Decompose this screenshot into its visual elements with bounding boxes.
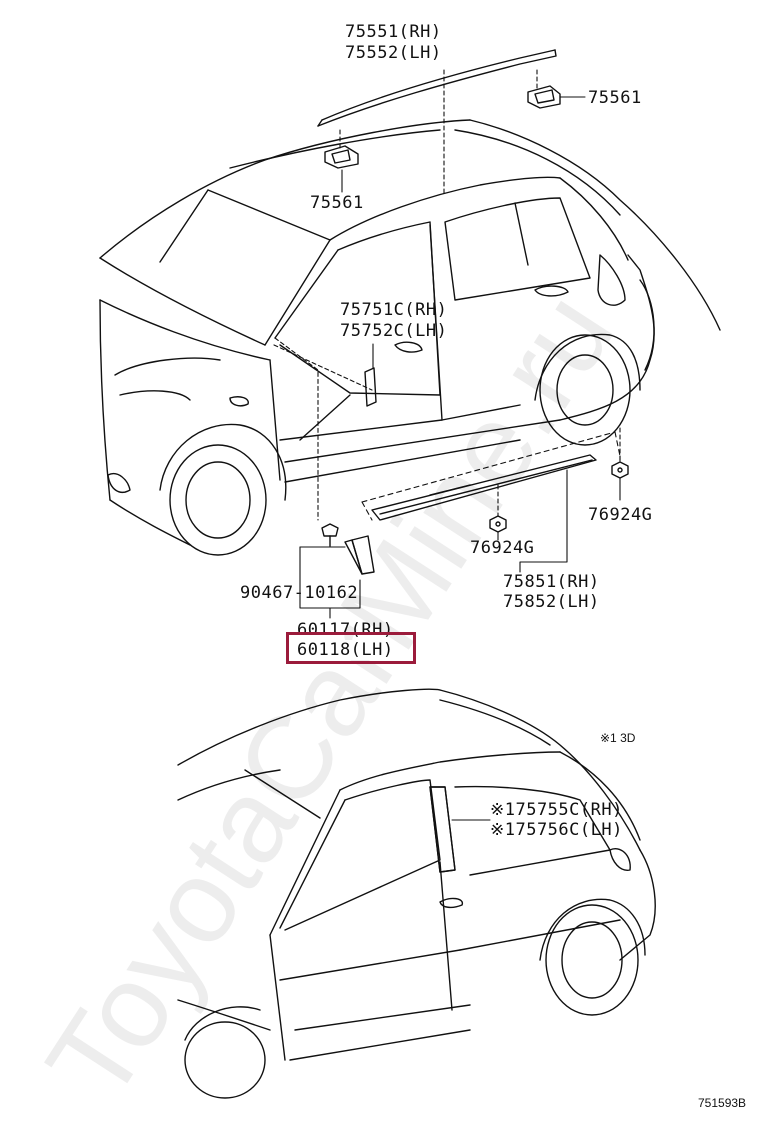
label-garnish-lh[interactable]: 60118(LH) bbox=[297, 640, 394, 660]
roof-molding-part bbox=[317, 49, 557, 127]
label-three-door-molding-lh[interactable]: ※175756C(LH) bbox=[490, 820, 623, 840]
screw-part bbox=[321, 523, 339, 547]
roof-clip-part-left bbox=[324, 145, 359, 169]
nut-part-center bbox=[489, 515, 507, 533]
label-clip-right[interactable]: 75561 bbox=[588, 88, 642, 108]
label-door-molding-lh[interactable]: 75752C(LH) bbox=[340, 321, 448, 341]
label-roof-molding-lh[interactable]: 75552(LH) bbox=[345, 43, 442, 63]
label-rocker-molding-rh[interactable]: 75851(RH) bbox=[503, 572, 600, 592]
five-door-car-drawing bbox=[99, 119, 721, 556]
door-molding-part bbox=[364, 367, 377, 407]
label-rocker-molding-lh[interactable]: 75852(LH) bbox=[503, 592, 600, 612]
rocker-molding-part bbox=[371, 454, 597, 521]
roof-clip-part-right bbox=[527, 85, 561, 109]
garnish-part bbox=[344, 535, 375, 575]
figure-code: 751593B bbox=[698, 1096, 747, 1110]
label-screw[interactable]: 90467-10162 bbox=[240, 583, 359, 603]
leader-lines-top bbox=[273, 69, 621, 619]
label-roof-molding-rh[interactable]: 75551(RH) bbox=[345, 22, 442, 42]
label-nut-center[interactable]: 76924G bbox=[470, 538, 535, 558]
highlight-box bbox=[286, 632, 416, 664]
label-three-door-note: ※1 3D bbox=[600, 731, 636, 745]
label-garnish-rh[interactable]: 60117(RH) bbox=[297, 620, 394, 640]
three-door-car-drawing bbox=[177, 688, 656, 1099]
label-nut-right[interactable]: 76924G bbox=[588, 505, 653, 525]
nut-part-right bbox=[611, 461, 629, 479]
three-door-molding-part bbox=[429, 786, 456, 873]
label-clip-left[interactable]: 75561 bbox=[310, 193, 364, 213]
label-three-door-molding-rh[interactable]: ※175755C(RH) bbox=[490, 800, 623, 820]
label-door-molding-rh[interactable]: 75751C(RH) bbox=[340, 300, 448, 320]
